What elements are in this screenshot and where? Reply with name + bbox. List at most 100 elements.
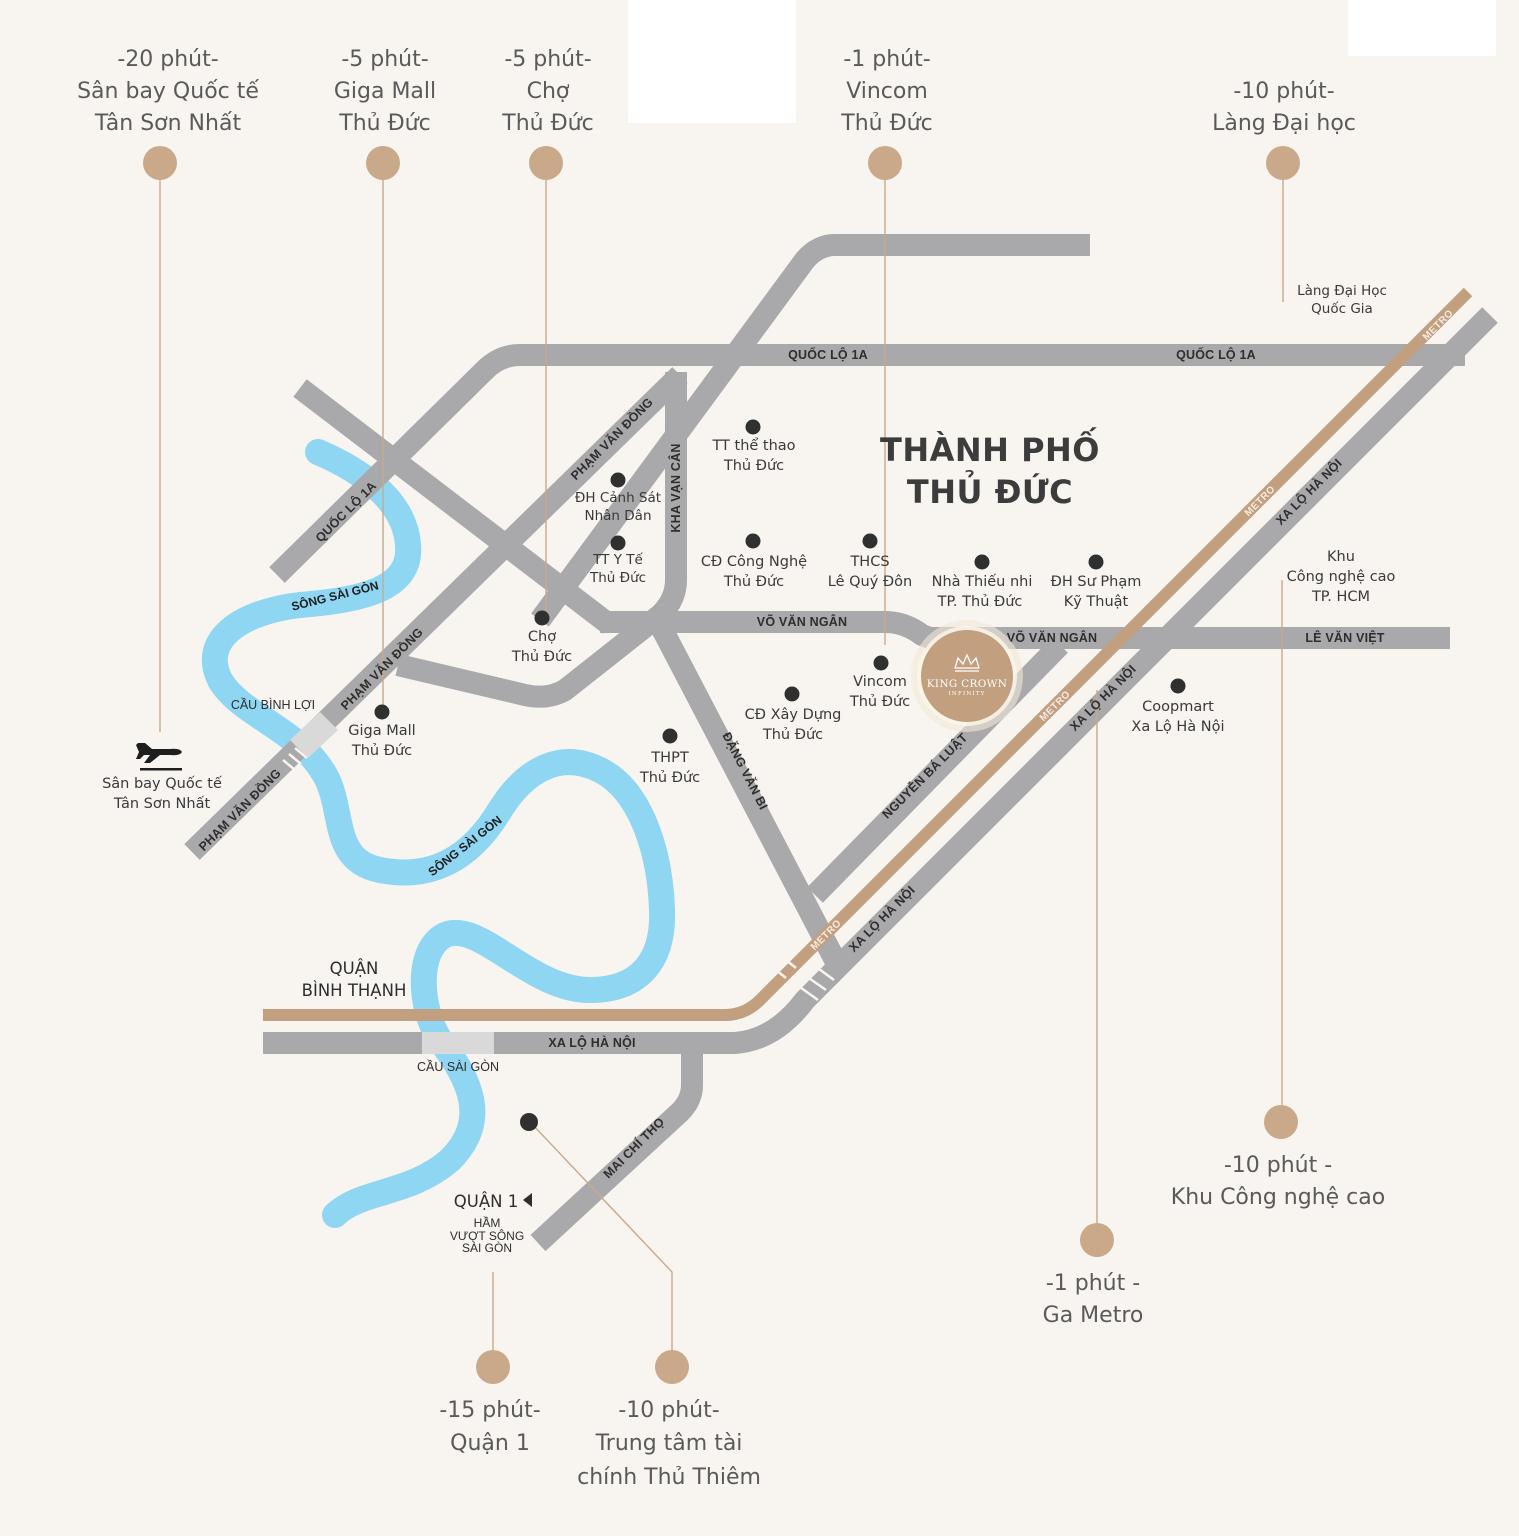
callout-hitech-line1: Khu Công nghệ cao [1171,1185,1385,1210]
poi-university-village-line1: Làng Đại Học [1297,283,1387,299]
poi-medical-line2: Thủ Đức [589,570,646,586]
label-xlhn-bottom: XA LỘ HÀ NỘI [548,1035,635,1050]
poi-sports-line2: Thủ Đức [723,458,784,474]
road-upper-diagonal [531,234,1090,627]
label-metro-low: METRO [1038,689,1073,724]
poi-thcs-line1: THCS [849,554,889,570]
poi-airport-line2: Tân Sơn Nhất [113,796,211,812]
callout-hitech-time: -10 phút - [1224,1153,1332,1178]
label-xlhn-ne: XA LỘ HÀ NỘI [1272,455,1344,527]
poi-thpt-line2: Thủ Đức [639,770,700,786]
callout-airport-time: -20 phút- [117,47,218,72]
poi-vincom-line2: Thủ Đức [849,694,910,710]
poi-hitech-line3: TP. HCM [1311,589,1370,605]
poi-pedagogy-line2: Kỹ Thuật [1064,594,1129,610]
callout-vincom-line1: Vincom [846,79,928,104]
callout-airport-line1: Sân bay Quốc tế [77,79,259,104]
road-xa-lo-ha-noi [263,307,1498,1054]
poi-police-line2: Nhân Dân [585,508,652,524]
river-saigon [201,439,676,1228]
bridge-sai-gon [422,1032,494,1054]
road-vo-van-ngan [600,611,1450,649]
road-kha-van-can [395,372,687,708]
poi-children-line2: TP. Thủ Đức [937,594,1023,610]
bridge-binh-loi [290,712,338,758]
callout-district1-time: -15 phút- [439,1398,540,1423]
label-river-mid: SÔNG SÀI GÒN [425,812,505,879]
label-ql1a-top: QUỐC LỘ 1A [788,347,868,362]
poi-pedagogy-line1: ĐH Sư Phạm [1051,574,1142,590]
callout-gigamall-time: -5 phút- [341,47,428,72]
poi-children-line1: Nhà Thiếu nhi [932,573,1033,590]
poi-gigamall-line2: Thủ Đức [351,743,412,759]
poi-thpt-line1: THPT [650,750,689,766]
blank-block [628,0,796,123]
label-vvn-left: VÕ VĂN NGÂN [757,614,847,629]
label-ql1a-left: QUỐC LỘ 1A [312,478,379,545]
callout-airport-line2: Tân Sơn Nhất [94,111,242,136]
callout-thuthiem-line1: Trung tâm tài [595,1431,743,1456]
district-binhthanh-line2: BÌNH THẠNH [302,981,407,1000]
poi-thcs-line2: Lê Quý Đôn [828,574,912,590]
callouts: -20 phút- Sân bay Quốc tế Tân Sơn Nhất -… [77,47,1385,1490]
callout-vincom-line2: Thủ Đức [840,111,932,136]
road-dang-van-bi [650,619,845,966]
poi-tech-college-line1: CĐ Công Nghệ [701,554,807,570]
project-sub: INFINITY [949,691,986,697]
label-kha-van-can: KHA VẠN CÂN [668,443,683,532]
callout-thuthiem-line2: chính Thủ Thiêm [577,1465,761,1490]
city-name-line1: THÀNH PHỐ [880,426,1100,469]
road-quoc-lo-1a [269,344,1465,583]
poi-coopmart-line1: Coopmart [1142,699,1214,715]
poi-market-line1: Chợ [528,629,556,645]
callout-market-line2: Thủ Đức [501,111,593,136]
poi-labels: TT thể thao Thủ Đức ĐH Cảnh Sát Nhân Dân… [102,283,1395,812]
label-bridge-binhloi: CẦU BÌNH LỢI [231,697,315,712]
poi-construction-line1: CĐ Xây Dựng [745,707,842,723]
callout-gigamall-line1: Giga Mall [334,79,436,104]
triangle-left-icon [523,1193,532,1207]
callout-metro-line1: Ga Metro [1043,1303,1144,1328]
metro-line [263,287,1473,1021]
tunnel-line2: VƯỢT SÔNG [450,1228,524,1243]
callout-gigamall-line2: Thủ Đức [338,111,430,136]
poi-medical-line1: TT Y Tế [592,551,643,568]
callout-market-line1: Chợ [527,79,570,104]
label-metro-mid: METRO [1243,484,1278,519]
project-name: KING CROWN [927,678,1007,690]
callout-markers [143,146,1300,1384]
city-name-line2: THỦ ĐỨC [907,469,1073,511]
road-cross-diagonal [293,379,617,634]
poi-market-line2: Thủ Đức [511,649,572,665]
label-le-van-viet: LÊ VĂN VIỆT [1305,630,1384,645]
poi-construction-line2: Thủ Đức [762,727,823,743]
poi-airport-line1: Sân bay Quốc tế [102,775,222,792]
district1-label: QUẬN 1 [454,1192,518,1211]
poi-police-line1: ĐH Cảnh Sát [575,490,661,506]
label-bridge-saigon: CẦU SÀI GÒN [417,1059,499,1074]
callout-thuthiem-time: -10 phút- [618,1398,719,1423]
label-vvn-right: VÕ VĂN NGÂN [1007,630,1097,645]
poi-dots [374,419,1186,1131]
label-metro-ne: METRO [1421,308,1456,343]
label-xlhn-sw: XA LỘ HÀ NỘI [845,882,917,954]
poi-tech-college-line2: Thủ Đức [723,574,784,590]
poi-hitech-line1: Khu [1327,549,1355,565]
blank-block [1348,0,1496,56]
crown-icon [954,653,980,672]
poi-vincom-line1: Vincom [853,674,907,690]
poi-coopmart-line2: Xa Lộ Hà Nội [1131,719,1224,735]
district-binhthanh-line1: QUẬN [330,959,379,978]
label-xlhn-mid: XA LỘ HÀ NỘI [1066,661,1138,733]
callout-vincom-time: -1 phút- [843,47,930,72]
poi-university-village-line2: Quốc Gia [1311,300,1373,317]
callout-market-time: -5 phút- [504,47,591,72]
tunnel-line1: HẦM [474,1215,501,1230]
poi-gigamall-line1: Giga Mall [348,723,415,739]
poi-hitech-line2: Công nghệ cao [1287,569,1396,585]
callout-university-line1: Làng Đại học [1212,111,1356,136]
road-pham-van-dong [184,367,688,860]
project-marker[interactable]: KING CROWN INFINITY [911,620,1023,732]
